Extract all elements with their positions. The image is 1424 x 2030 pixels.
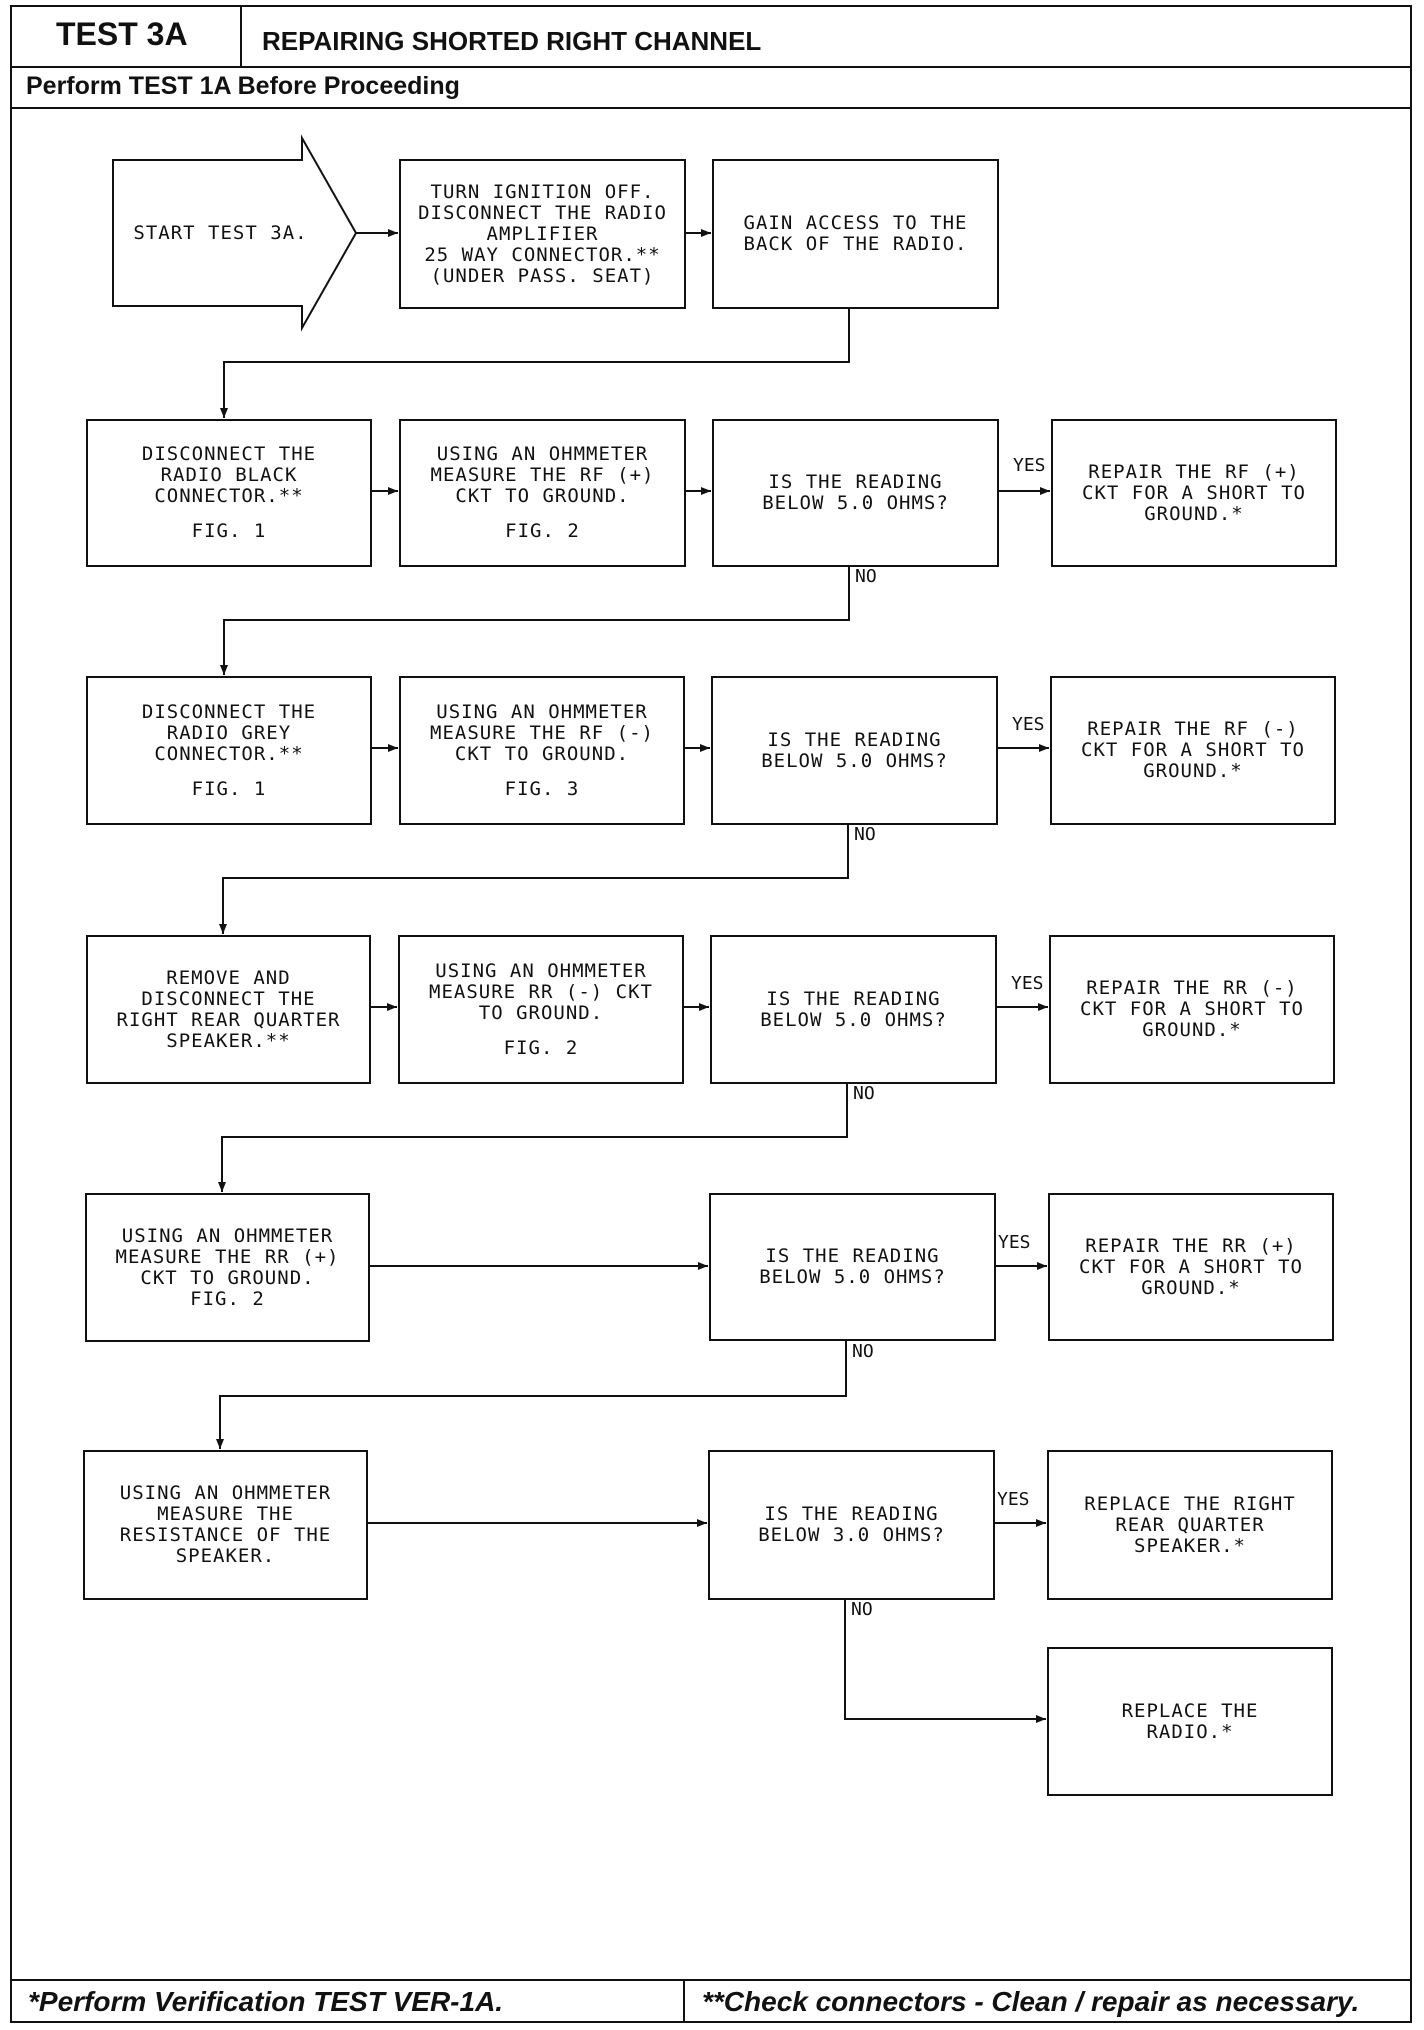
footer-connector-note: **Check connectors - Clean / repair as n… [702, 1986, 1360, 2017]
no-label: NO [852, 1341, 874, 1362]
page-subtitle: Perform TEST 1A Before Proceeding [26, 72, 460, 100]
step-replace-speaker: REPLACE THE RIGHT REAR QUARTER SPEAKER.* [1047, 1450, 1333, 1600]
step-measure-rr-negative: USING AN OHMMETER MEASURE RR (-) CKT TO … [398, 935, 684, 1084]
no-label: NO [854, 824, 876, 845]
step-repair-rr-positive: REPAIR THE RR (+) CKT FOR A SHORT TO GRO… [1048, 1193, 1334, 1341]
step-measure-rf-positive: USING AN OHMMETER MEASURE THE RF (+) CKT… [399, 419, 686, 567]
page-title: REPAIRING SHORTED RIGHT CHANNEL [262, 26, 762, 56]
step-measure-speaker-resistance: USING AN OHMMETER MEASURE THE RESISTANCE… [83, 1450, 368, 1600]
step-measure-rr-positive: USING AN OHMMETER MEASURE THE RR (+) CKT… [85, 1193, 370, 1342]
yes-label: YES [1013, 455, 1046, 476]
step-gain-access: GAIN ACCESS TO THE BACK OF THE RADIO. [712, 159, 999, 309]
outer-frame [10, 5, 1412, 2023]
decision-rf-positive-below-5: IS THE READING BELOW 5.0 OHMS? [712, 419, 999, 567]
decision-speaker-below-3: IS THE READING BELOW 3.0 OHMS? [708, 1450, 995, 1600]
no-label: NO [851, 1599, 873, 1620]
no-label: NO [853, 1083, 875, 1104]
decision-rr-negative-below-5: IS THE READING BELOW 5.0 OHMS? [710, 935, 997, 1084]
step-repair-rf-positive: REPAIR THE RF (+) CKT FOR A SHORT TO GRO… [1051, 419, 1337, 567]
decision-rr-positive-below-5: IS THE READING BELOW 5.0 OHMS? [709, 1193, 996, 1341]
step-repair-rf-negative: REPAIR THE RF (-) CKT FOR A SHORT TO GRO… [1050, 676, 1336, 825]
step-repair-rr-negative: REPAIR THE RR (-) CKT FOR A SHORT TO GRO… [1049, 935, 1335, 1084]
start-test-3a: START TEST 3A. [133, 222, 308, 244]
yes-label: YES [1012, 714, 1045, 735]
step-turn-ignition-off: TURN IGNITION OFF. DISCONNECT THE RADIO … [399, 159, 686, 309]
footer-verification-note: *Perform Verification TEST VER-1A. [28, 1986, 504, 2017]
no-label: NO [855, 566, 877, 587]
step-disconnect-grey-connector: DISCONNECT THE RADIO GREY CONNECTOR.** F… [86, 676, 372, 825]
step-replace-radio: REPLACE THE RADIO.* [1047, 1647, 1333, 1796]
step-measure-rf-negative: USING AN OHMMETER MEASURE THE RF (-) CKT… [399, 676, 685, 825]
step-disconnect-black-connector: DISCONNECT THE RADIO BLACK CONNECTOR.** … [86, 419, 372, 567]
test-id: TEST 3A [56, 16, 188, 52]
step-remove-speaker: REMOVE AND DISCONNECT THE RIGHT REAR QUA… [86, 935, 371, 1084]
yes-label: YES [1011, 973, 1044, 994]
yes-label: YES [998, 1232, 1031, 1253]
yes-label: YES [997, 1489, 1030, 1510]
start-arrow-shape [112, 134, 358, 332]
decision-rf-negative-below-5: IS THE READING BELOW 5.0 OHMS? [711, 676, 998, 825]
